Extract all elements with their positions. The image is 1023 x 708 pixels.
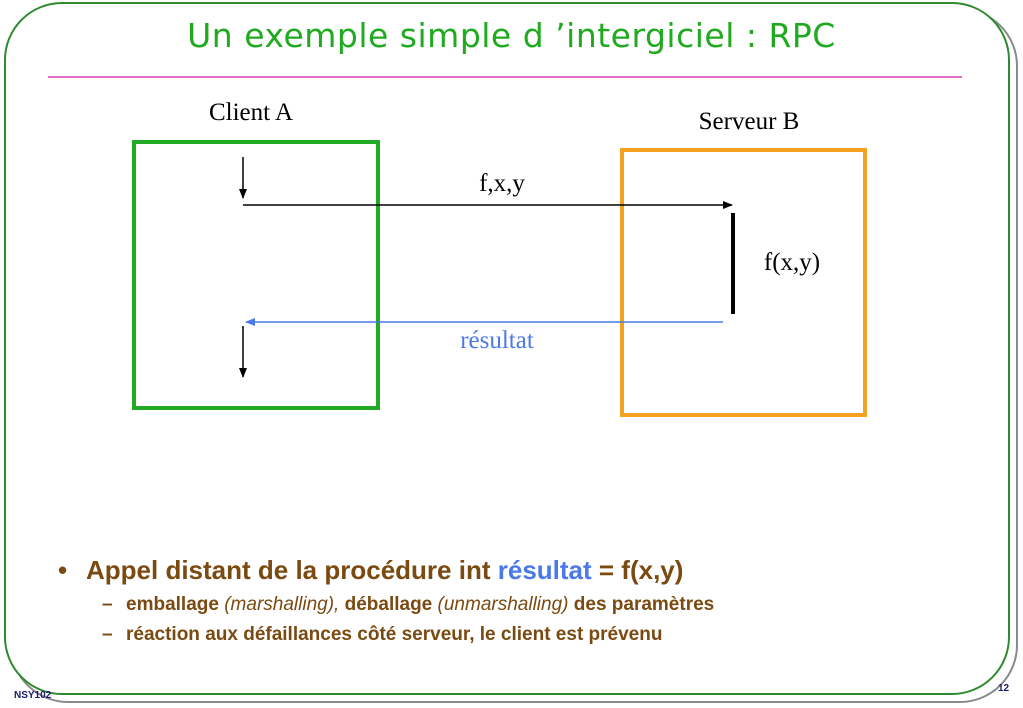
client-box xyxy=(132,140,380,410)
failure-text: réaction aux défaillances côté serveur, … xyxy=(126,624,663,645)
bullet-main-suffix: = f(x,y) xyxy=(591,555,684,585)
unmarshalling-text: (unmarshalling) xyxy=(437,594,569,615)
footer-page-number: 12 xyxy=(998,683,1010,694)
bullet-main-prefix: Appel distant de la procédure int xyxy=(86,555,498,585)
bullet-main-highlight: résultat xyxy=(497,555,592,585)
marshalling-text: (marshalling), xyxy=(224,594,340,615)
bullet-list: • Appel distant de la procédure int résul… xyxy=(58,555,714,646)
slide-frame xyxy=(4,2,1010,695)
sub-bullet-dash: – xyxy=(102,624,113,645)
bullet-main: • Appel distant de la procédure int résul… xyxy=(58,555,714,586)
deballage-text: déballage xyxy=(344,594,433,615)
server-box xyxy=(620,148,867,417)
title-underline xyxy=(48,76,962,78)
parametres-text: des paramètres xyxy=(573,594,715,615)
call-label: f,x,y xyxy=(479,170,525,197)
emballage-text: emballage xyxy=(126,594,219,615)
sub-bullet-marshalling: –emballage (marshalling), déballage (unm… xyxy=(102,594,714,616)
sub-bullet-dash: – xyxy=(102,594,113,615)
bullet-dot: • xyxy=(58,555,68,585)
server-label: Serveur B xyxy=(699,108,800,135)
result-label: résultat xyxy=(460,327,534,354)
footer-course-code: NSY102 xyxy=(14,690,52,701)
client-label: Client A xyxy=(209,99,293,126)
sub-bullet-failure: –réaction aux défaillances côté serveur,… xyxy=(102,624,714,646)
exec-label: f(x,y) xyxy=(764,249,820,276)
slide-title: Un exemple simple d ’intergiciel : RPC xyxy=(187,16,836,55)
